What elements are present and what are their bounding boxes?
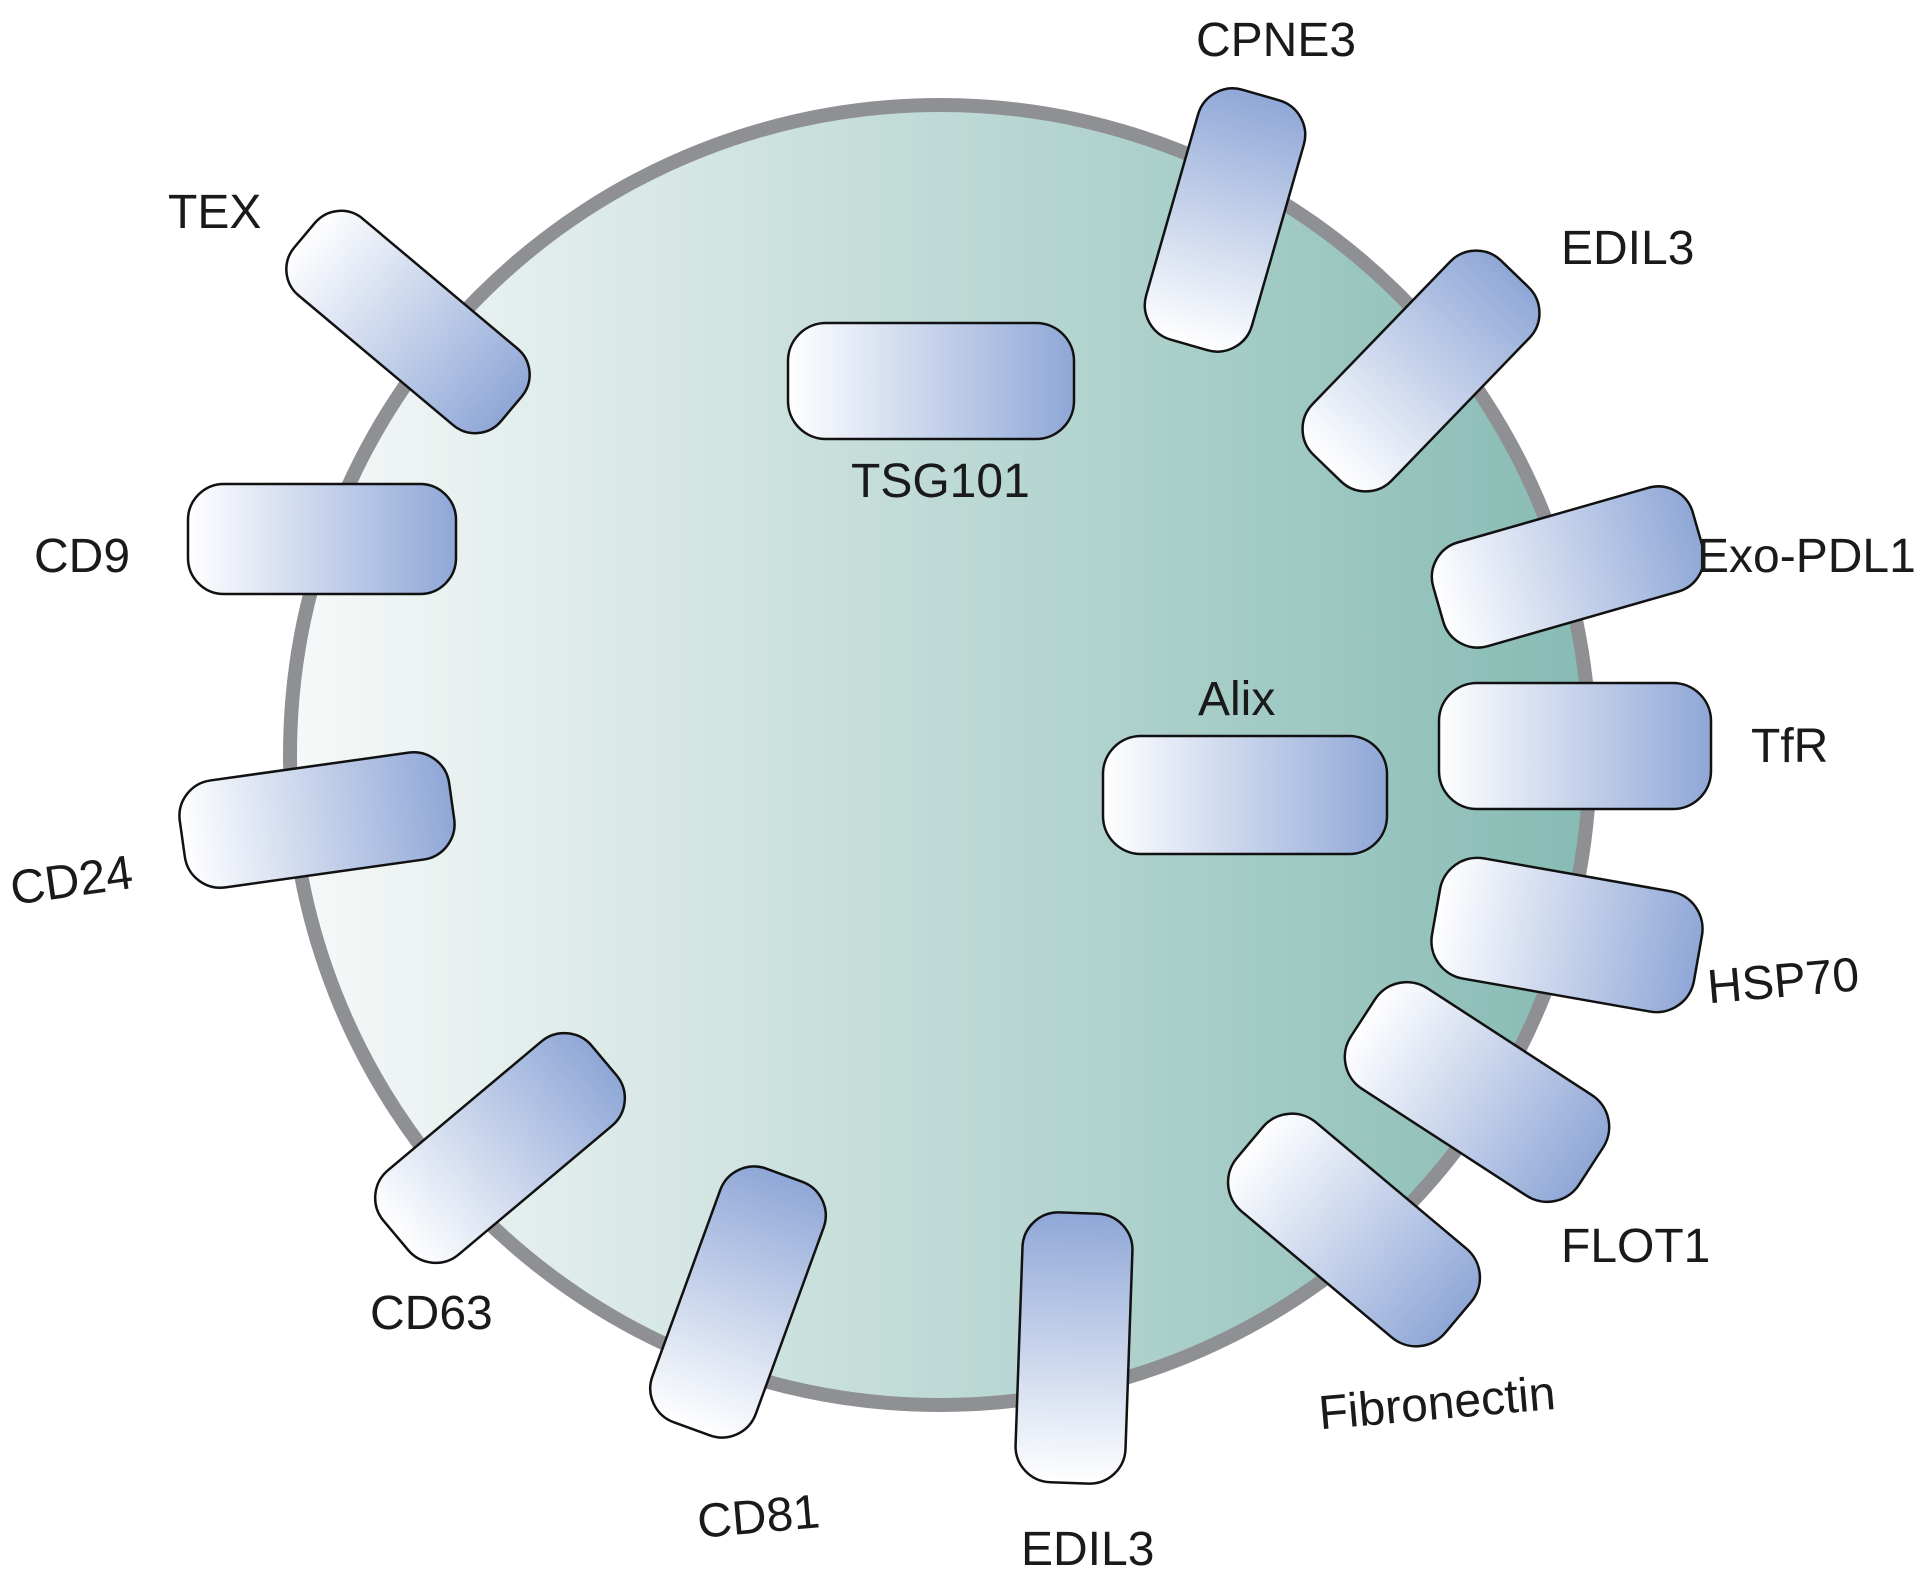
cd9-protein [186, 482, 458, 596]
cd63-protein [373, 1031, 627, 1265]
tfr-protein [1437, 681, 1713, 811]
cd81-protein [649, 1165, 827, 1439]
label-hsp70: HSP70 [1705, 948, 1861, 1014]
label-alix: Alix [1198, 673, 1275, 726]
exo-pdl1-protein [1430, 485, 1706, 649]
protein-labels: TEX CPNE3 EDIL3 TSG101 CD9 Exo-PDL1 Alix… [7, 14, 1916, 1575]
label-tfr: TfR [1751, 720, 1828, 773]
cd24-protein [178, 751, 456, 889]
label-flot1: FLOT1 [1561, 1220, 1710, 1273]
label-cd81: CD81 [695, 1485, 822, 1548]
cpne3-protein [1143, 87, 1307, 353]
label-tex: TEX [168, 186, 261, 239]
flot1-protein [1343, 980, 1611, 1204]
label-cpne3: CPNE3 [1196, 14, 1356, 67]
label-edil3-top: EDIL3 [1561, 222, 1694, 275]
tsg101-protein [786, 321, 1076, 441]
hsp70-protein [1430, 856, 1704, 1014]
protein-markers [178, 87, 1713, 1485]
label-tsg101: TSG101 [851, 455, 1030, 508]
edil3-bottom-protein [1014, 1211, 1134, 1485]
edil3-top-protein [1301, 249, 1541, 493]
fibronectin-protein [1226, 1112, 1482, 1348]
label-cd63: CD63 [370, 1287, 493, 1340]
alix-protein [1101, 734, 1389, 856]
label-cd24: CD24 [7, 846, 136, 916]
label-fibronectin: Fibronectin [1316, 1367, 1557, 1440]
label-cd9: CD9 [34, 530, 130, 583]
label-edil3-bottom: EDIL3 [1021, 1523, 1154, 1575]
label-exo-pdl1: Exo-PDL1 [1697, 530, 1916, 583]
tex-protein [285, 209, 531, 435]
